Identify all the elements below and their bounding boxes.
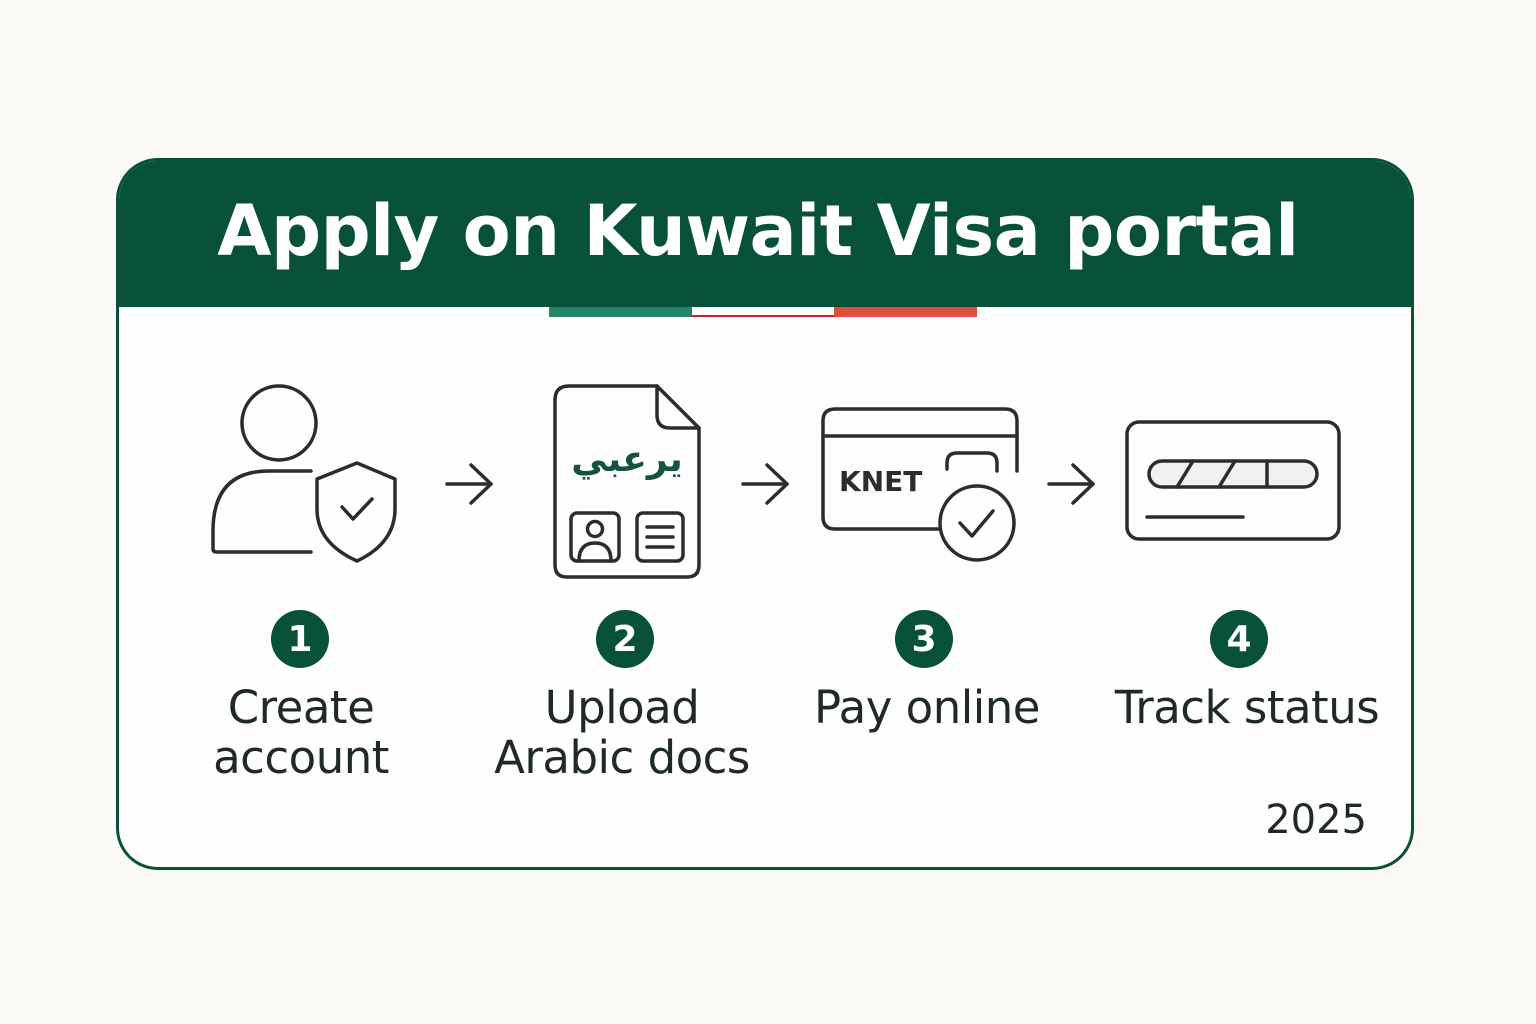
step-label-create-account: Create account — [213, 681, 389, 784]
visa-steps-card: Apply on Kuwait Visa portal — [116, 158, 1414, 870]
svg-text:يرعبي: يرعبي — [571, 439, 683, 480]
progress-status-icon — [1125, 420, 1341, 541]
kuwait-flag-stripe — [549, 307, 978, 317]
arrow-right-icon — [445, 463, 493, 505]
flag-white-segment — [691, 307, 835, 317]
card-header: Apply on Kuwait Visa portal — [119, 161, 1411, 307]
arrow-right-icon — [1047, 463, 1095, 505]
svg-text:KNET: KNET — [839, 465, 922, 498]
arrow-right-icon — [741, 463, 789, 505]
knet-card-payment-icon: KNET — [821, 407, 1019, 562]
flag-red-segment — [834, 307, 978, 317]
step-number-badge: 2 — [596, 610, 654, 668]
arabic-document-icon: يرعبي — [553, 384, 701, 579]
page-title: Apply on Kuwait Visa portal — [217, 190, 1299, 272]
year-label: 2025 — [1265, 797, 1367, 843]
step-label-pay-online: Pay online — [814, 681, 1040, 734]
step-label-track-status: Track status — [1114, 681, 1380, 734]
user-shield-check-icon — [211, 384, 397, 563]
step-number-badge: 4 — [1210, 610, 1268, 668]
step-label-upload-arabic-docs: Upload Arabic docs — [494, 681, 750, 784]
flag-green-segment — [549, 307, 692, 317]
step-number-badge: 1 — [271, 610, 329, 668]
step-number-badge: 3 — [895, 610, 953, 668]
